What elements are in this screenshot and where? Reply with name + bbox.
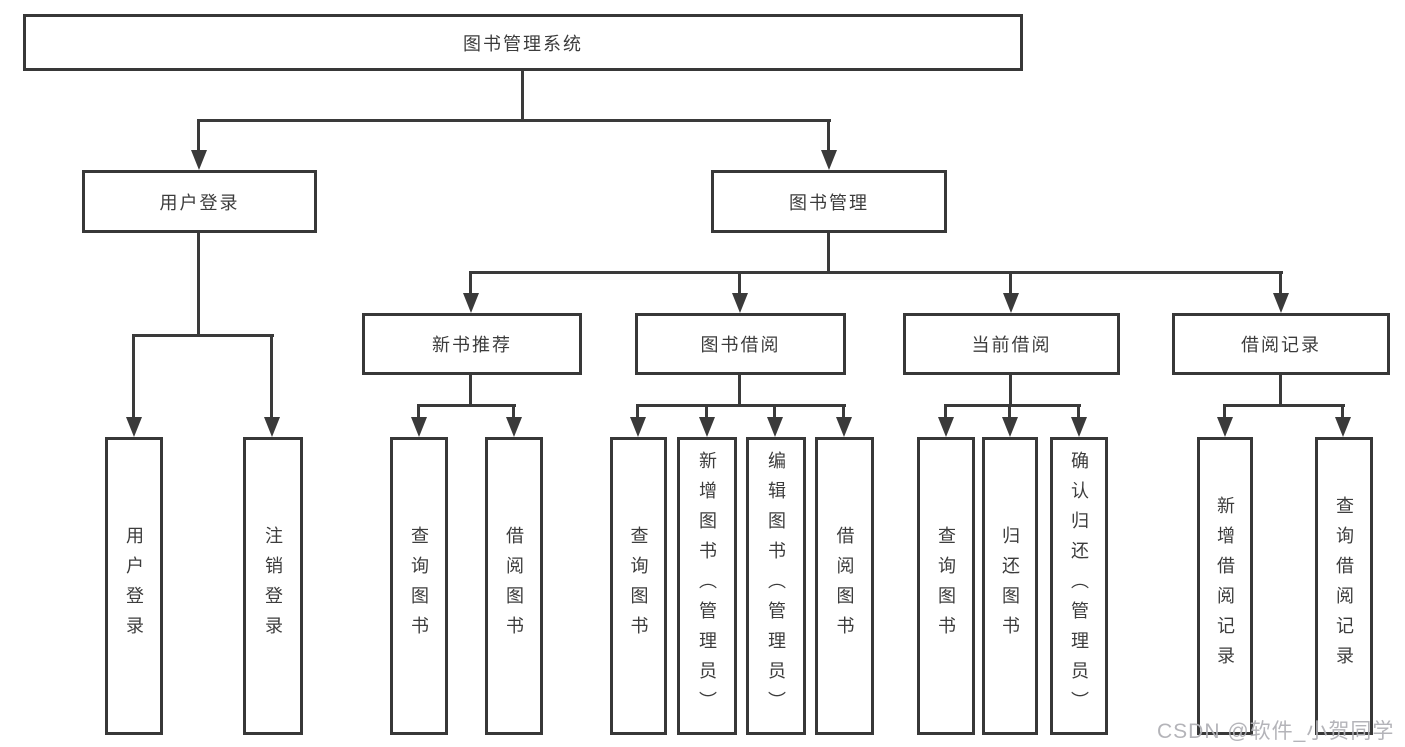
connector-line (636, 404, 846, 407)
connector-line (1341, 404, 1344, 419)
connector-line (705, 404, 708, 419)
arrow-down-icon (699, 417, 715, 437)
connector-line (773, 404, 776, 419)
leaf-query-books-recommend: 查询图书 (390, 437, 448, 735)
leaf-query-books-current: 查询图书 (917, 437, 975, 735)
arrow-down-icon (1217, 417, 1233, 437)
leaf-add-borrow-record: 新增借阅记录 (1197, 437, 1253, 735)
arrow-down-icon (411, 417, 427, 437)
leaf-query-books-borrow: 查询图书 (610, 437, 667, 735)
connector-line (1279, 271, 1282, 296)
connector-line (417, 404, 420, 419)
connector-line (521, 70, 524, 120)
watermark-text: CSDN @软件_小贺同学 (1157, 720, 1395, 743)
connector-line (1223, 404, 1226, 419)
node-current-borrow: 当前借阅 (903, 313, 1120, 375)
arrow-down-icon (732, 293, 748, 313)
arrow-down-icon (126, 417, 142, 437)
leaf-logout: 注销登录 (243, 437, 303, 735)
leaf-label: 注销登录 (263, 526, 283, 646)
leaf-label: 编辑图书（管理员） (766, 451, 786, 721)
leaf-label: 查询图书 (628, 526, 649, 646)
connector-line (132, 334, 135, 419)
node-library-system: 图书管理系统 (23, 14, 1023, 71)
arrow-down-icon (938, 417, 954, 437)
arrow-down-icon (836, 417, 852, 437)
leaf-label: 新增图书（管理员） (697, 451, 717, 721)
arrow-down-icon (1273, 293, 1289, 313)
connector-line (417, 404, 516, 407)
connector-line (1009, 271, 1012, 296)
leaf-confirm-return-admin: 确认归还（管理员） (1050, 437, 1108, 735)
arrow-down-icon (264, 417, 280, 437)
arrow-down-icon (767, 417, 783, 437)
node-user-login: 用户登录 (82, 170, 317, 233)
connector-line (198, 119, 831, 122)
leaf-label: 用户登录 (124, 526, 144, 646)
connector-line (1009, 375, 1012, 406)
leaf-add-book-admin: 新增图书（管理员） (677, 437, 737, 735)
arrow-down-icon (1002, 417, 1018, 437)
connector-line (1279, 375, 1282, 406)
node-book-borrow: 图书借阅 (635, 313, 846, 375)
arrow-down-icon (463, 293, 479, 313)
leaf-user-login: 用户登录 (105, 437, 163, 735)
connector-line (842, 404, 845, 419)
leaf-label: 借阅图书 (504, 526, 524, 646)
leaf-label: 归还图书 (1000, 526, 1020, 646)
connector-line (512, 404, 515, 419)
leaf-label: 借阅图书 (834, 526, 855, 646)
connector-line (270, 334, 273, 419)
connector-line (469, 271, 472, 296)
arrow-down-icon (1071, 417, 1087, 437)
arrow-down-icon (191, 150, 207, 170)
connector-line (827, 119, 830, 152)
connector-line (636, 404, 639, 419)
connector-line (469, 271, 1283, 274)
connector-line (469, 375, 472, 406)
leaf-edit-book-admin: 编辑图书（管理员） (746, 437, 806, 735)
leaf-label: 新增借阅记录 (1215, 496, 1235, 676)
leaf-label: 查询借阅记录 (1334, 496, 1354, 676)
arrow-down-icon (506, 417, 522, 437)
connector-line (738, 271, 741, 296)
arrow-down-icon (630, 417, 646, 437)
leaf-label: 确认归还（管理员） (1069, 451, 1089, 721)
leaf-borrow-books: 借阅图书 (815, 437, 874, 735)
node-new-book-recommend: 新书推荐 (362, 313, 582, 375)
connector-line (1077, 404, 1080, 419)
node-book-management: 图书管理 (711, 170, 947, 233)
connector-line (132, 334, 274, 337)
arrow-down-icon (821, 150, 837, 170)
connector-line (197, 119, 200, 152)
connector-line (197, 233, 200, 336)
connector-line (944, 404, 947, 419)
node-borrow-records: 借阅记录 (1172, 313, 1390, 375)
connector-line (1008, 404, 1011, 419)
arrow-down-icon (1003, 293, 1019, 313)
leaf-borrow-books-recommend: 借阅图书 (485, 437, 543, 735)
connector-line (1223, 404, 1345, 407)
leaf-query-borrow-record: 查询借阅记录 (1315, 437, 1373, 735)
leaf-label: 查询图书 (936, 526, 956, 646)
connector-line (738, 375, 741, 406)
leaf-return-book: 归还图书 (982, 437, 1038, 735)
leaf-label: 查询图书 (409, 526, 429, 646)
arrow-down-icon (1335, 417, 1351, 437)
connector-line (944, 404, 1081, 407)
connector-line (827, 233, 830, 273)
